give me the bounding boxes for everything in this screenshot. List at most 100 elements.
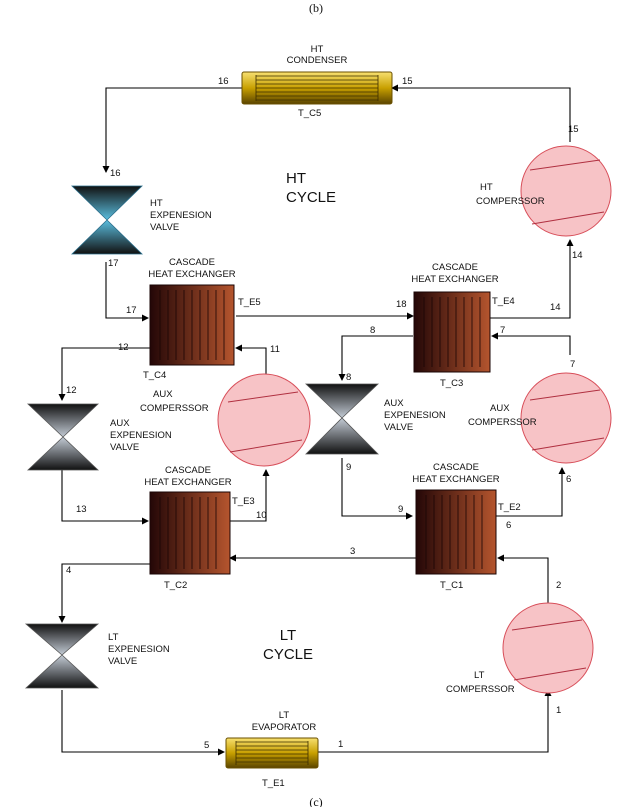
lt-compressor-label-1: LT (474, 670, 485, 681)
state-point-4: 4 (66, 565, 71, 576)
state-point-12: 12 (66, 385, 77, 396)
pipe-10 (230, 469, 270, 522)
compressor-blade (513, 667, 587, 681)
state-point-18: 18 (396, 299, 407, 310)
aux-valve-mid-label-1: AUX (384, 398, 404, 409)
aux-compressor-left-label-2: COMPERSSOR (140, 403, 209, 414)
hx-plates (425, 495, 483, 569)
ht-valve-label-3: VALVE (150, 222, 179, 233)
ht-expansion-valve: HT EXPENESION VALVE (71, 185, 212, 255)
hx-top-left-label-1: CASCADE (169, 257, 215, 268)
hx-bottom-left-label-2: HEAT EXCHANGER (144, 477, 231, 488)
aux-valve-left-label-1: AUX (110, 418, 130, 429)
hx-body (413, 291, 491, 373)
state-point-14: 14 (572, 250, 583, 261)
aux-expansion-valve-left: AUX EXPENESION VALVE (26, 403, 172, 471)
valve-top (304, 383, 380, 419)
ht-valve-label-2: EXPENESION (150, 210, 212, 221)
valve-bottom (24, 654, 100, 689)
state-point-16: 16 (218, 76, 229, 87)
state-point-11: 11 (270, 344, 280, 355)
ht-compressor-label-1: HT (480, 182, 493, 193)
state-point-8: 8 (370, 325, 375, 336)
pipe-1 (318, 689, 552, 753)
compressor-body (520, 145, 612, 237)
caption-bottom: (c) (309, 795, 322, 807)
state-point-5: 5 (204, 740, 209, 751)
lt-valve-label-1: LT (108, 632, 119, 643)
ht-compressor-label-2: COMPERSSOR (476, 196, 545, 207)
pipes (58, 84, 574, 756)
hx-top-right-label-1: CASCADE (432, 262, 478, 273)
hx-top-right-te: T_E4 (492, 296, 515, 307)
pipe-9 (341, 458, 413, 520)
state-point-2: 2 (556, 580, 561, 591)
state-point-7: 7 (500, 325, 505, 336)
hx-body (415, 489, 497, 575)
state-point-15: 15 (402, 76, 413, 87)
ht-valve-label-1: HT (150, 198, 163, 209)
pipe-15 (391, 84, 571, 142)
evaporator-body (225, 737, 319, 769)
hx-bottom-right-te: T_E2 (498, 502, 521, 513)
lt-compressor-label-2: COMPERSSOR (446, 684, 515, 695)
cascade-hx-bottom-left: CASCADE HEAT EXCHANGER T_E3 T_C2 (144, 465, 254, 591)
state-point-labels: 1 1 2 3 4 5 6 6 7 7 8 8 9 9 10 11 12 12 … (66, 76, 583, 751)
state-point-6: 6 (566, 474, 571, 485)
pipe-12 (58, 347, 150, 401)
ht-cycle-label-2: CYCLE (286, 189, 336, 206)
hx-top-left-tc: T_C4 (143, 370, 166, 381)
evaporator-label-1: LT (279, 710, 290, 721)
valve-bottom (26, 436, 100, 471)
compressor-blade (511, 619, 583, 631)
aux-compressor-right: AUX COMPERSSOR (468, 372, 612, 464)
state-point-10: 10 (256, 510, 267, 521)
compressor-blade (531, 211, 605, 225)
state-point-13: 13 (76, 504, 87, 515)
hx-plates (423, 297, 481, 367)
state-point-15: 15 (568, 124, 579, 135)
valve-bottom (305, 417, 379, 455)
state-point-3: 3 (350, 546, 355, 557)
state-point-6: 6 (506, 520, 511, 531)
ht-cycle-label-1: HT (286, 170, 306, 187)
pipe-4 (58, 563, 150, 623)
ht-condenser: HT CONDENSER T_C5 (241, 44, 393, 119)
aux-valve-left-label-3: VALVE (110, 442, 139, 453)
hx-bottom-right-tc: T_C1 (440, 580, 463, 591)
condenser-label-1: HT (311, 44, 324, 55)
pipe-17 (105, 262, 149, 322)
pipe-13 (61, 470, 149, 525)
condenser-temp: T_C5 (298, 108, 321, 119)
lt-valve-label-3: VALVE (108, 656, 137, 667)
state-point-12: 12 (118, 342, 129, 353)
valve-top (24, 623, 100, 656)
evaporator-tubes (235, 741, 309, 765)
aux-valve-left-label-2: EXPENESION (110, 430, 172, 441)
state-point-9: 9 (346, 462, 351, 473)
caption-top: (b) (309, 1, 323, 15)
state-point-9: 9 (398, 504, 403, 515)
hx-body (149, 491, 231, 575)
aux-valve-mid-label-3: VALVE (384, 422, 413, 433)
lt-cycle-label-1: LT (280, 627, 296, 644)
aux-compressor-right-label-1: AUX (490, 403, 510, 414)
cascade-hx-bottom-right: CASCADE HEAT EXCHANGER T_E2 T_C1 (412, 462, 520, 591)
hx-top-left-label-2: HEAT EXCHANGER (148, 269, 235, 280)
lt-expansion-valve: LT EXPENESION VALVE (24, 623, 170, 689)
evaporator-temp: T_E1 (262, 778, 285, 789)
aux-compressor-right-label-2: COMPERSSOR (468, 417, 537, 428)
pipe-14 (490, 239, 574, 319)
condenser-tubes (255, 75, 379, 101)
valve-top (26, 403, 100, 438)
lt-evaporator: LT EVAPORATOR T_E1 (225, 710, 319, 789)
pipe-8 (338, 335, 413, 381)
state-point-16: 16 (110, 168, 121, 179)
state-point-1: 1 (556, 705, 561, 716)
condenser-label-2: CONDENSER (287, 55, 348, 66)
state-point-7: 7 (570, 359, 575, 370)
pipe-16 (102, 87, 242, 173)
hx-bottom-left-te: T_E3 (232, 496, 255, 507)
hx-bottom-right-label-1: CASCADE (433, 462, 479, 473)
hx-top-right-tc: T_C3 (440, 378, 463, 389)
